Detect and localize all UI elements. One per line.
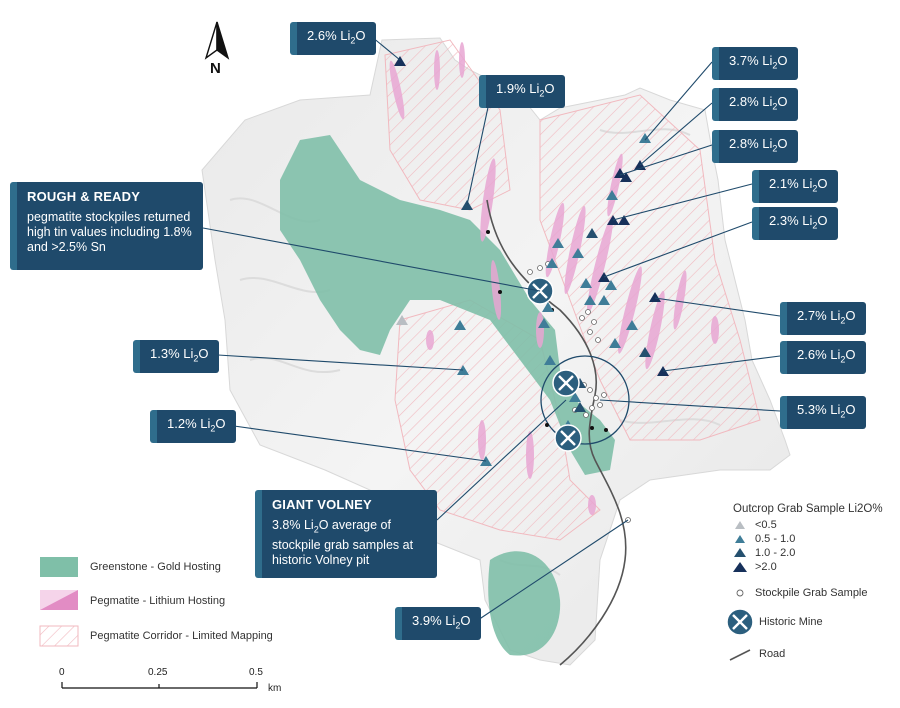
callout-c10: 5.3% Li2O [780, 396, 866, 429]
callout-c5: 2.8% Li2O [712, 130, 798, 163]
historic-mine-south [554, 424, 582, 452]
callout-c7: 2.3% Li2O [752, 207, 838, 240]
north-label: N [210, 60, 221, 77]
callout-c3: 3.7% Li2O [712, 47, 798, 80]
legend-05-10-label: 0.5 - 1.0 [755, 533, 796, 545]
callout-c6: 2.1% Li2O [752, 170, 838, 203]
callout-c13: 3.9% Li2O [395, 607, 481, 640]
legend-tri-05-10 [735, 535, 745, 543]
rough-ready-title: ROUGH & READY [27, 189, 141, 204]
legend-road-label: Road [759, 648, 786, 660]
legend-gt20-label: >2.0 [755, 561, 777, 573]
north-arrow-icon [204, 21, 230, 60]
callout-c12: 1.2% Li2O [150, 410, 236, 443]
giant-volney-circle [540, 355, 630, 445]
historic-mine-giant-volney [552, 369, 580, 397]
stockpile-samples [527, 261, 631, 523]
callout-c9: 2.6% Li2O [780, 341, 866, 374]
legend-road-symbol [729, 649, 751, 661]
legend-tri-lt05 [735, 521, 745, 529]
scale-tick-0: 0 [59, 667, 65, 678]
callout-c11: 1.3% Li2O [133, 340, 219, 373]
giant-volney-body: 3.8% Li2O average of stockpile grab samp… [272, 518, 414, 567]
callout-c2: 1.9% Li2O [479, 75, 565, 108]
scale-bar [61, 682, 258, 689]
legend-10-20-label: 1.0 - 2.0 [755, 547, 796, 559]
legend-greenstone-swatch [40, 557, 78, 577]
rough-ready-box: ROUGH & READY pegmatite stockpiles retur… [10, 182, 203, 270]
legend-stockpile-label: Stockpile Grab Sample [755, 587, 868, 599]
callout-c1: 2.6% Li2O [290, 22, 376, 55]
legend-tri-gt20 [733, 562, 747, 572]
legend-corridor-swatch [39, 625, 79, 647]
scale-unit: km [268, 683, 282, 694]
legend-outcrop-title: Outcrop Grab Sample Li2O% [733, 503, 883, 515]
giant-volney-title: GIANT VOLNEY [272, 497, 372, 512]
legend-pegmatite-label: Pegmatite - Lithium Hosting [90, 595, 226, 607]
legend-mine-label: Historic Mine [759, 616, 823, 628]
legend-greenstone-label: Greenstone - Gold Hosting [90, 561, 221, 573]
greenstone-main [280, 135, 615, 475]
rough-ready-body: pegmatite stockpiles returned high tin v… [27, 210, 192, 254]
callout-c8: 2.7% Li2O [780, 302, 866, 335]
legend-mine-icon [726, 608, 754, 636]
legend-stockpile-symbol [736, 589, 744, 597]
giant-volney-box: GIANT VOLNEY 3.8% Li2O average of stockp… [255, 490, 437, 578]
legend-lt05-label: <0.5 [755, 519, 777, 531]
leader-lines [202, 36, 781, 623]
scale-tick-025: 0.25 [148, 667, 168, 678]
legend-corridor-label: Pegmatite Corridor - Limited Mapping [90, 630, 273, 642]
scale-tick-05: 0.5 [249, 667, 263, 678]
callout-value: 2.6% Li [307, 28, 351, 43]
legend-tri-10-20 [734, 548, 746, 557]
callout-c4: 2.8% Li2O [712, 88, 798, 121]
